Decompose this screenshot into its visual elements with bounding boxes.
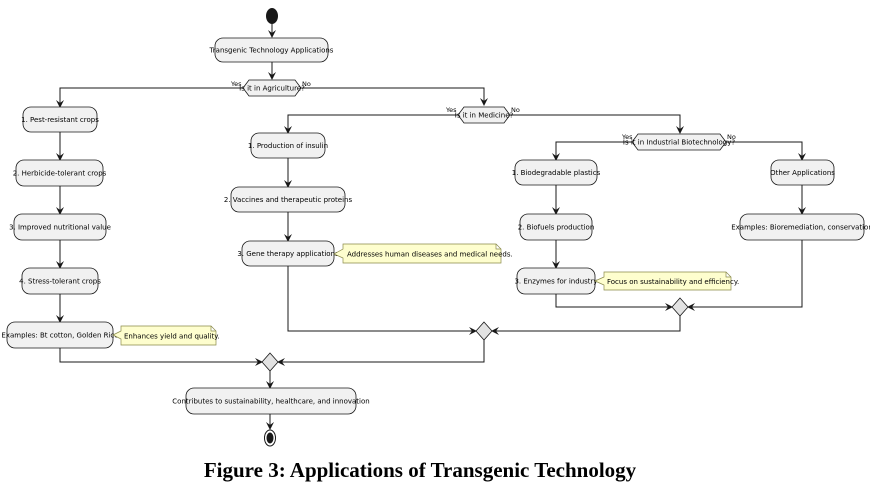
decision-question: Is it in Industrial Biotechnology? bbox=[623, 139, 735, 147]
note-agriculture: Enhances yield and quality. bbox=[112, 325, 220, 346]
merge-node-medicine bbox=[475, 321, 493, 341]
edge bbox=[287, 266, 477, 335]
action-stress-tolerant-crops: 4. Stress-tolerant crops bbox=[19, 267, 101, 295]
branch-label-no: No bbox=[511, 106, 520, 114]
action-contributes-to-sustainability: Contributes to sustainability, healthcar… bbox=[172, 387, 370, 415]
edge bbox=[510, 114, 684, 134]
action-vaccines-therapeutic-proteins: 2. Vaccines and therapeutic proteins bbox=[224, 186, 353, 213]
end-node bbox=[264, 429, 276, 447]
edge bbox=[301, 87, 488, 106]
action-label: 3. Enzymes for industry bbox=[514, 278, 597, 286]
edge bbox=[491, 316, 681, 335]
decision-industrial-biotechnology: Is it in Industrial Biotechnology? bbox=[623, 133, 735, 151]
branch-label-no: No bbox=[727, 133, 736, 141]
edge bbox=[277, 340, 485, 366]
edge bbox=[725, 141, 806, 161]
decision-question: Is it in Agriculture? bbox=[239, 85, 305, 93]
action-gene-therapy-applications: 3. Gene therapy applications bbox=[237, 240, 339, 267]
figure-caption: Figure 3: Applications of Transgenic Tec… bbox=[203, 458, 637, 482]
action-label: Other Applications bbox=[770, 169, 835, 177]
action-label: 2. Biofuels production bbox=[518, 224, 595, 232]
note-industrial: Focus on sustainability and efficiency. bbox=[594, 271, 739, 291]
action-biodegradable-plastics: 1. Biodegradable plastics bbox=[512, 159, 601, 186]
action-enzymes-for-industry: 3. Enzymes for industry bbox=[514, 267, 598, 295]
decision-agriculture: Is it in Agriculture? bbox=[239, 79, 305, 97]
action-pest-resistant-crops: 1. Pest-resistant crops bbox=[21, 106, 99, 133]
merge-node-industrial bbox=[671, 297, 689, 317]
action-label: Examples: Bt cotton, Golden Rice bbox=[1, 332, 118, 340]
branch-label-yes: Yes bbox=[230, 80, 242, 88]
action-improved-nutritional-value: 3. Improved nutritional value bbox=[9, 213, 111, 241]
decision-medicine: Is it in Medicine? bbox=[455, 106, 514, 124]
edge bbox=[284, 114, 458, 134]
action-label: 2. Vaccines and therapeutic proteins bbox=[224, 196, 353, 204]
activity-diagram: Transgenic Technology Applications Is it… bbox=[1, 8, 870, 447]
action-production-of-insulin: 1. Production of insulin bbox=[248, 132, 328, 159]
action-other-applications: Other Applications bbox=[770, 159, 835, 186]
start-node bbox=[266, 8, 278, 24]
action-label: 3. Gene therapy applications bbox=[237, 250, 339, 258]
action-label: Transgenic Technology Applications bbox=[209, 47, 334, 55]
action-label: Examples: Bioremediation, conservation bbox=[731, 224, 870, 232]
branch-label-yes: Yes bbox=[621, 133, 633, 141]
branch-label-yes: Yes bbox=[445, 106, 457, 114]
merge-node-final bbox=[261, 352, 279, 372]
action-label: 1. Production of insulin bbox=[248, 142, 328, 150]
branch-label-no: No bbox=[302, 80, 311, 88]
action-examples-bt-cotton: Examples: Bt cotton, Golden Rice bbox=[1, 321, 119, 349]
action-label: 3. Improved nutritional value bbox=[9, 224, 111, 232]
action-label: 2. Herbicide-tolerant crops bbox=[13, 170, 107, 178]
note-text: Enhances yield and quality. bbox=[124, 333, 220, 341]
edge bbox=[552, 141, 636, 161]
note-text: Focus on sustainability and efficiency. bbox=[607, 278, 739, 286]
edge bbox=[687, 240, 803, 311]
edge bbox=[555, 294, 673, 311]
note-text: Addresses human diseases and medical nee… bbox=[347, 251, 513, 259]
action-label: 1. Pest-resistant crops bbox=[21, 116, 99, 124]
action-label: Contributes to sustainability, healthcar… bbox=[172, 398, 369, 406]
action-label: 1. Biodegradable plastics bbox=[512, 169, 601, 177]
action-biofuels-production: 2. Biofuels production bbox=[518, 213, 595, 241]
edge bbox=[59, 348, 263, 366]
action-label: 4. Stress-tolerant crops bbox=[19, 278, 101, 286]
decision-question: Is it in Medicine? bbox=[455, 112, 514, 120]
edge bbox=[56, 87, 243, 108]
action-transgenic-technology-applications: Transgenic Technology Applications bbox=[209, 37, 334, 63]
action-examples-bioremediation: Examples: Bioremediation, conservation bbox=[731, 213, 870, 241]
action-herbicide-tolerant-crops: 2. Herbicide-tolerant crops bbox=[13, 159, 107, 187]
edges bbox=[56, 24, 806, 430]
note-medicine: Addresses human diseases and medical nee… bbox=[333, 243, 513, 264]
